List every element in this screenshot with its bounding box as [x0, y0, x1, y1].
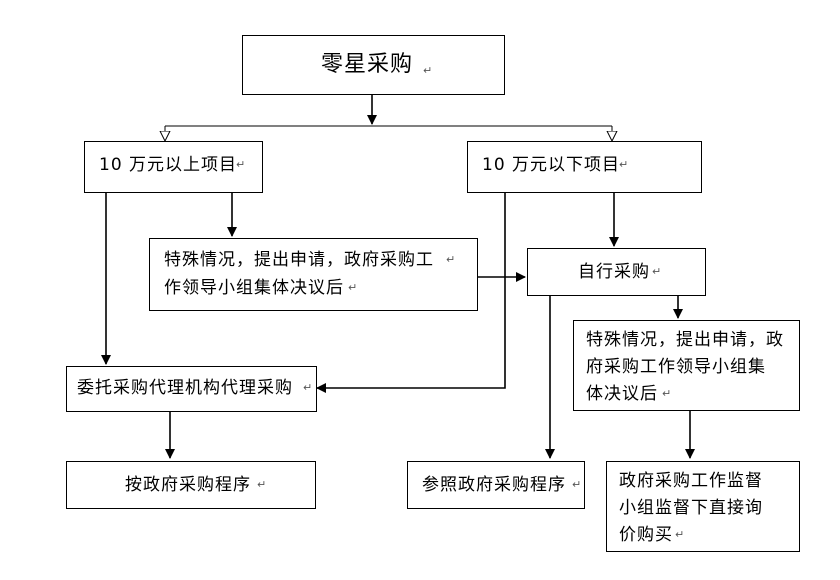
node-gov-procedure-label: 按政府采购程序 — [125, 475, 251, 495]
node-self-purchase-label: 自行采购 — [578, 262, 650, 282]
node-supervision-inquiry: 政府采购工作监督 小组监督下直接询 价购买 ↵ — [606, 461, 800, 552]
special-left-line-1: 特殊情况，提出申请，政府采购工 — [164, 250, 434, 270]
node-special-case-right: 特殊情况，提出申请，政 府采购工作领导小组集 体决议后 ↵ — [573, 320, 800, 411]
node-gov-procedure: 按政府采购程序 ↵ — [66, 461, 316, 509]
return-mark: ↵ — [423, 64, 433, 77]
node-below-10w: 10 万元以下项目 ↵ — [467, 141, 702, 193]
node-ref-gov-procedure-label: 参照政府采购程序 — [422, 475, 566, 495]
node-below-10w-label: 10 万元以下项目 — [482, 155, 621, 175]
node-special-case-left: 特殊情况，提出申请，政府采购工 ↵ 作领导小组集体决议后 ↵ — [149, 238, 478, 311]
special-right-line-3: 体决议后 — [586, 384, 658, 404]
node-ref-gov-procedure: 参照政府采购程序 ↵ — [407, 461, 585, 509]
node-above-10w: 10 万元以上项目 ↵ — [84, 141, 263, 193]
node-self-purchase: 自行采购 ↵ — [527, 248, 706, 296]
supervision-line-3: 价购买 — [619, 525, 673, 545]
supervision-line-1: 政府采购工作监督 — [619, 471, 763, 491]
node-entrust-agency: 委托采购代理机构代理采购 ↵ — [66, 366, 317, 412]
node-title: 零星采购 ↵ — [242, 35, 505, 95]
node-title-label: 零星采购 — [321, 52, 414, 77]
node-entrust-agency-label: 委托采购代理机构代理采购 — [77, 378, 293, 398]
special-right-line-1: 特殊情况，提出申请，政 — [586, 330, 784, 350]
special-right-line-2: 府采购工作领导小组集 — [586, 357, 766, 377]
supervision-line-2: 小组监督下直接询 — [619, 498, 763, 518]
connector-below-to-entrust — [316, 193, 506, 393]
node-above-10w-label: 10 万元以上项目 — [99, 155, 238, 175]
connector-split — [165, 125, 612, 141]
special-left-line-2: 作领导小组集体决议后 — [164, 278, 344, 298]
